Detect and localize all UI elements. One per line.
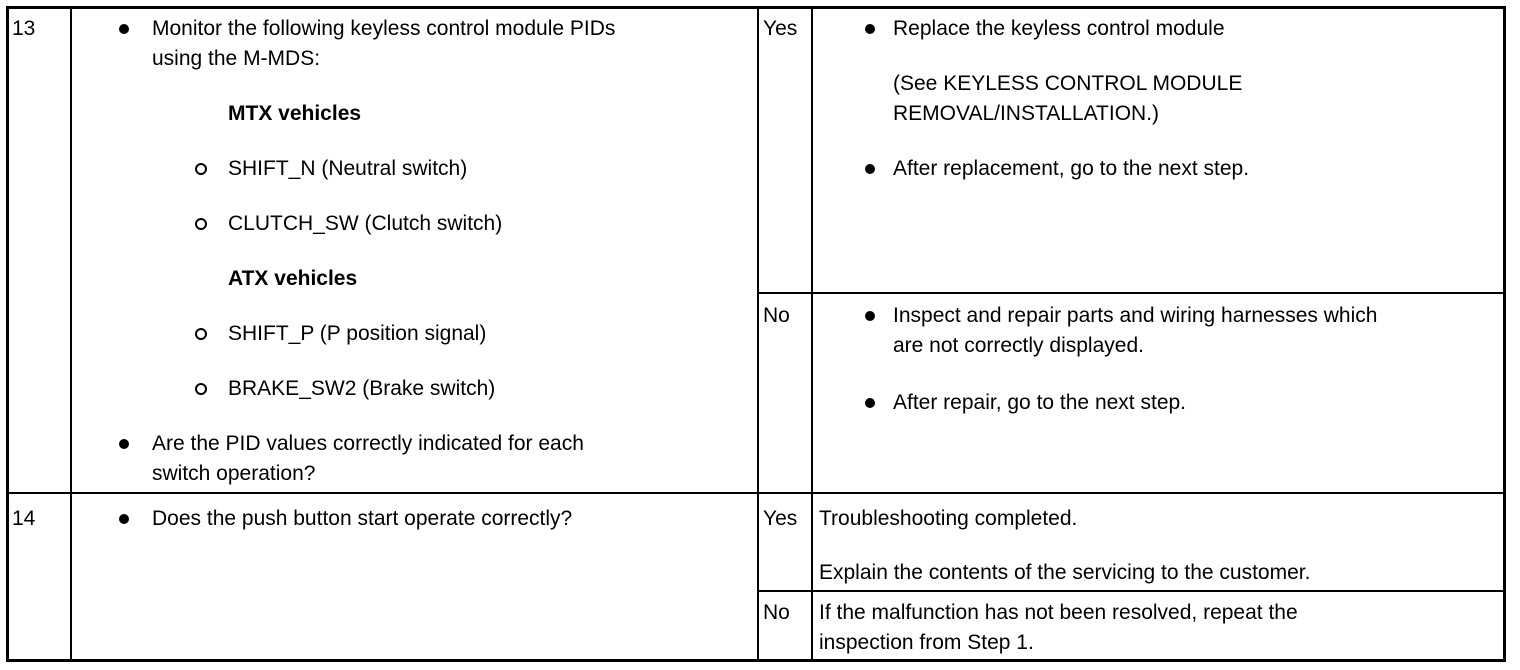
- bullet-icon: [865, 311, 875, 321]
- action-line: After repair, go to the next step.: [893, 391, 1187, 414]
- step-number: 13: [12, 17, 36, 40]
- pid-item: CLUTCH_SW (Clutch switch): [228, 212, 503, 235]
- circle-bullet-icon: [195, 163, 207, 175]
- result-line: If the malfunction has not been resolved…: [819, 601, 1298, 624]
- mtx-heading: MTX vehicles: [228, 102, 362, 125]
- bullet-icon: [119, 24, 129, 34]
- bullet-icon: [865, 164, 875, 174]
- column-divider-question: [757, 6, 759, 662]
- reference-line: (See KEYLESS CONTROL MODULE: [893, 72, 1243, 95]
- pid-item: SHIFT_N (Neutral switch): [228, 157, 468, 180]
- column-divider-result: [811, 6, 813, 662]
- row-13-yes-no-divider: [757, 292, 1506, 294]
- troubleshooting-table: [6, 6, 1506, 662]
- action-line: After replacement, go to the next step.: [893, 157, 1250, 180]
- action-line: Replace the keyless control module: [893, 17, 1225, 40]
- circle-bullet-icon: [195, 328, 207, 340]
- yes-label: Yes: [763, 507, 798, 530]
- no-label: No: [763, 304, 790, 327]
- step-number: 14: [12, 507, 36, 530]
- question-line: Does the push button start operate corre…: [152, 507, 573, 530]
- bullet-icon: [865, 24, 875, 34]
- result-line: inspection from Step 1.: [819, 631, 1034, 654]
- bullet-icon: [119, 439, 129, 449]
- row-divider-13-14: [6, 492, 1506, 494]
- action-line: Inspect and repair parts and wiring harn…: [893, 304, 1378, 327]
- yes-label: Yes: [763, 17, 798, 40]
- no-label: No: [763, 601, 790, 624]
- action-line: are not correctly displayed.: [893, 334, 1144, 357]
- atx-heading: ATX vehicles: [228, 267, 358, 290]
- row-14-yes-no-divider: [757, 590, 1506, 592]
- pid-item: SHIFT_P (P position signal): [228, 322, 487, 345]
- circle-bullet-icon: [195, 218, 207, 230]
- question-line: Monitor the following keyless control mo…: [152, 17, 616, 40]
- reference-line: REMOVAL/INSTALLATION.): [893, 102, 1160, 125]
- circle-bullet-icon: [195, 383, 207, 395]
- column-divider-step: [70, 6, 72, 662]
- question-line: Are the PID values correctly indicated f…: [152, 432, 584, 455]
- result-line: Explain the contents of the servicing to…: [819, 561, 1311, 584]
- bullet-icon: [865, 398, 875, 408]
- result-line: Troubleshooting completed.: [819, 507, 1078, 530]
- bullet-icon: [119, 514, 129, 524]
- question-line: using the M-MDS:: [152, 47, 321, 70]
- question-line: switch operation?: [152, 462, 316, 485]
- pid-item: BRAKE_SW2 (Brake switch): [228, 377, 496, 400]
